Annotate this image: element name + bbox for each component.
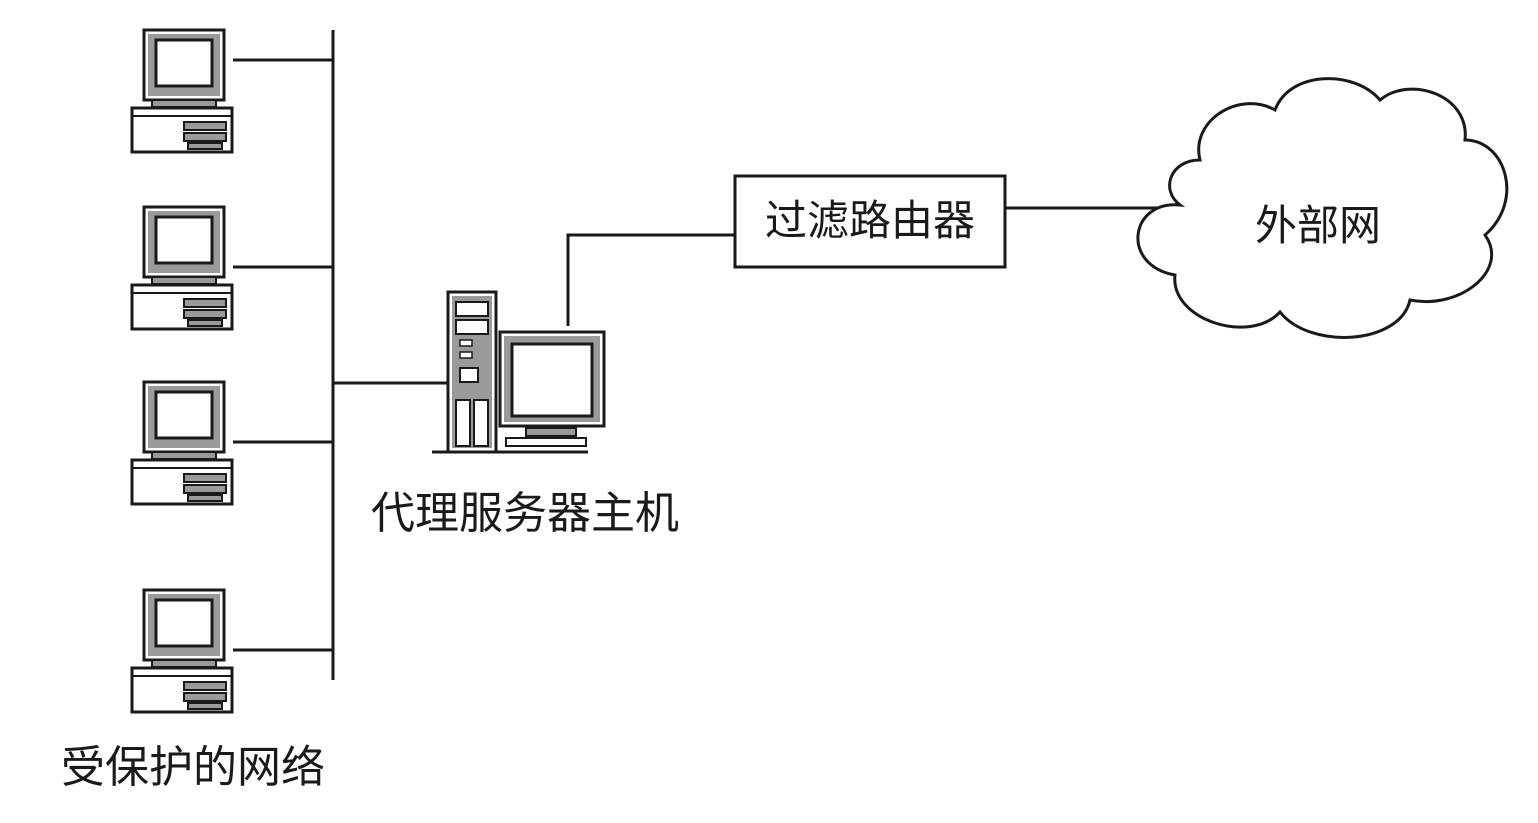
protected-network-label: 受保护的网络 bbox=[61, 742, 325, 793]
proxy-server-host bbox=[432, 290, 606, 454]
external-network-cloud bbox=[1136, 77, 1509, 339]
client-computer-1 bbox=[130, 28, 234, 154]
filter-router-label: 过滤路由器 bbox=[765, 196, 975, 245]
filter-router-box bbox=[733, 174, 1007, 269]
client-computer-3 bbox=[130, 380, 234, 506]
external-network-label: 外部网 bbox=[1255, 201, 1381, 250]
proxy-server-host-label: 代理服务器主机 bbox=[371, 488, 679, 539]
client-computer-2 bbox=[130, 205, 234, 331]
link-proxy-router bbox=[566, 233, 735, 326]
client-computer-4 bbox=[130, 588, 234, 714]
